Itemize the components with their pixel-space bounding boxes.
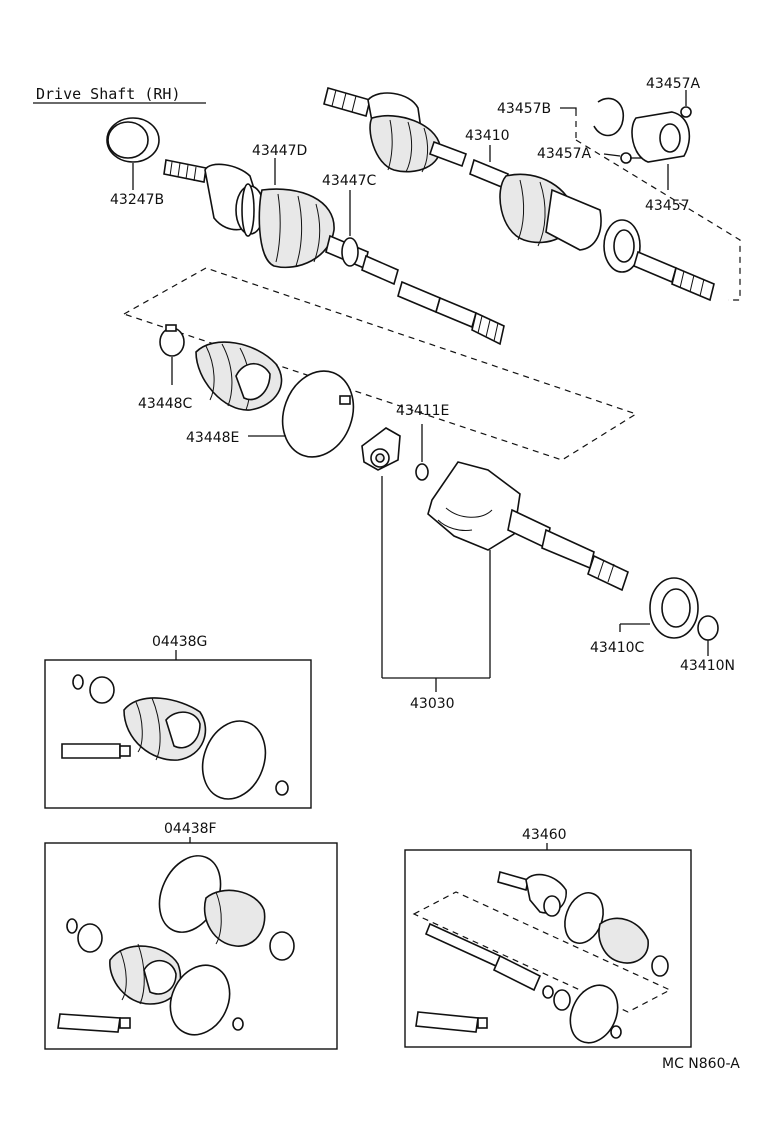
- label-43448E: 43448E: [186, 430, 239, 446]
- figure-code: MC N860-A: [662, 1056, 740, 1072]
- tripod-joint: [361, 427, 401, 471]
- label-43447C: 43447C: [322, 173, 377, 189]
- snap-ring-43410N: [697, 615, 719, 641]
- label-43457A-top: 43457A: [646, 76, 701, 92]
- label-43457: 43457: [645, 198, 690, 214]
- bearing-43410C: [649, 577, 699, 639]
- kit-04438G-parts: [61, 674, 289, 800]
- inner-boot: [195, 341, 283, 411]
- clamp-43448C: [159, 324, 185, 357]
- label-43410C: 43410C: [590, 640, 645, 656]
- dashed-frame-43457: [575, 110, 741, 301]
- kit-box-43460: [404, 849, 692, 1048]
- kit-04438F-parts: [57, 855, 295, 1036]
- kit-box-04438F: [44, 842, 338, 1050]
- snap-ring-43457B: [593, 97, 625, 137]
- label-43247B: 43247B: [110, 192, 164, 208]
- label-43457A-mid: 43457A: [537, 146, 592, 162]
- bolt-43457A: [620, 152, 642, 164]
- seal-ring-43247B: [106, 117, 160, 163]
- kit-43460-parts: [415, 870, 669, 1044]
- label-43410: 43410: [465, 128, 510, 144]
- label-43030: 43030: [410, 696, 455, 712]
- kit-box-04438G: [44, 659, 312, 809]
- label-43448C: 43448C: [138, 396, 193, 412]
- snap-ring-43411E: [415, 463, 429, 481]
- drive-shaft-assembly-right: [323, 87, 715, 302]
- label-43411E: 43411E: [396, 403, 449, 419]
- diagram-title: Drive Shaft (RH): [36, 85, 181, 103]
- label-43447D: 43447D: [252, 143, 307, 159]
- leader-43457B: [560, 107, 577, 110]
- dashed-frame-43460: [412, 891, 672, 1013]
- drive-shaft-assembly-left: [163, 159, 505, 346]
- clamp-band-43448E: [281, 370, 355, 458]
- label-43410N: 43410N: [680, 658, 735, 674]
- label-43457B: 43457B: [497, 101, 551, 117]
- leader-43457A-mid: [603, 153, 621, 157]
- bearing-bracket-43457: [631, 106, 692, 163]
- label-kit-43460: 43460: [522, 827, 567, 843]
- label-kit-04438F: 04438F: [164, 821, 217, 837]
- label-kit-04438G: 04438G: [152, 634, 207, 650]
- inner-joint-housing: [427, 461, 629, 592]
